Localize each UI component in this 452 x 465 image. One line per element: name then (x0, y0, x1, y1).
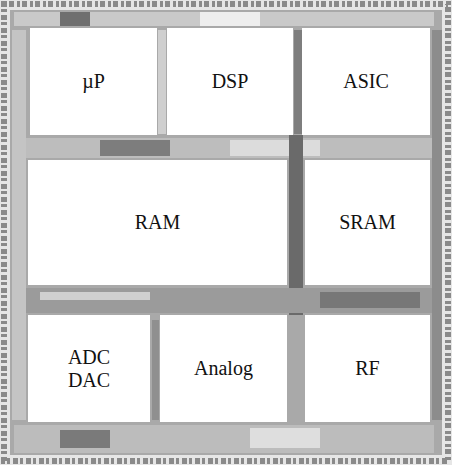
block-label: Analog (194, 357, 253, 380)
chip-block: DSP (167, 28, 293, 135)
die-core (10, 10, 442, 455)
circuit-block (60, 12, 90, 26)
routing-channel (158, 30, 166, 134)
chip-block: RAM (28, 160, 287, 285)
side-strip (12, 30, 26, 420)
block-label: RF (355, 357, 379, 380)
circuit-block (250, 428, 320, 448)
block-label: DSP (212, 70, 249, 93)
chip-block: ADC DAC (28, 315, 150, 422)
chip-block: RF (305, 315, 430, 422)
circuit-block (320, 292, 420, 308)
top-strip (14, 12, 434, 26)
chip-block: SRAM (305, 160, 430, 285)
routing-channel (14, 288, 434, 313)
block-label: µP (82, 70, 105, 93)
circuit-block (40, 292, 150, 300)
circuit-block (60, 430, 110, 448)
circuit-block (230, 140, 320, 156)
routing-channel (14, 138, 434, 158)
circuit-block (100, 140, 170, 156)
chip-block: µP (30, 28, 157, 135)
block-label: ADC DAC (64, 346, 114, 392)
circuit-block (200, 12, 260, 26)
bottom-strip (14, 425, 434, 453)
side-strip (432, 30, 442, 420)
chip-block: Analog (160, 315, 287, 422)
chip-block: ASIC (302, 28, 430, 135)
block-label: ASIC (343, 70, 389, 93)
block-label: SRAM (339, 211, 396, 234)
bond-pad-ring (4, 4, 448, 461)
routing-channel (294, 30, 302, 134)
block-label: RAM (135, 211, 181, 234)
routing-channel (152, 320, 159, 420)
